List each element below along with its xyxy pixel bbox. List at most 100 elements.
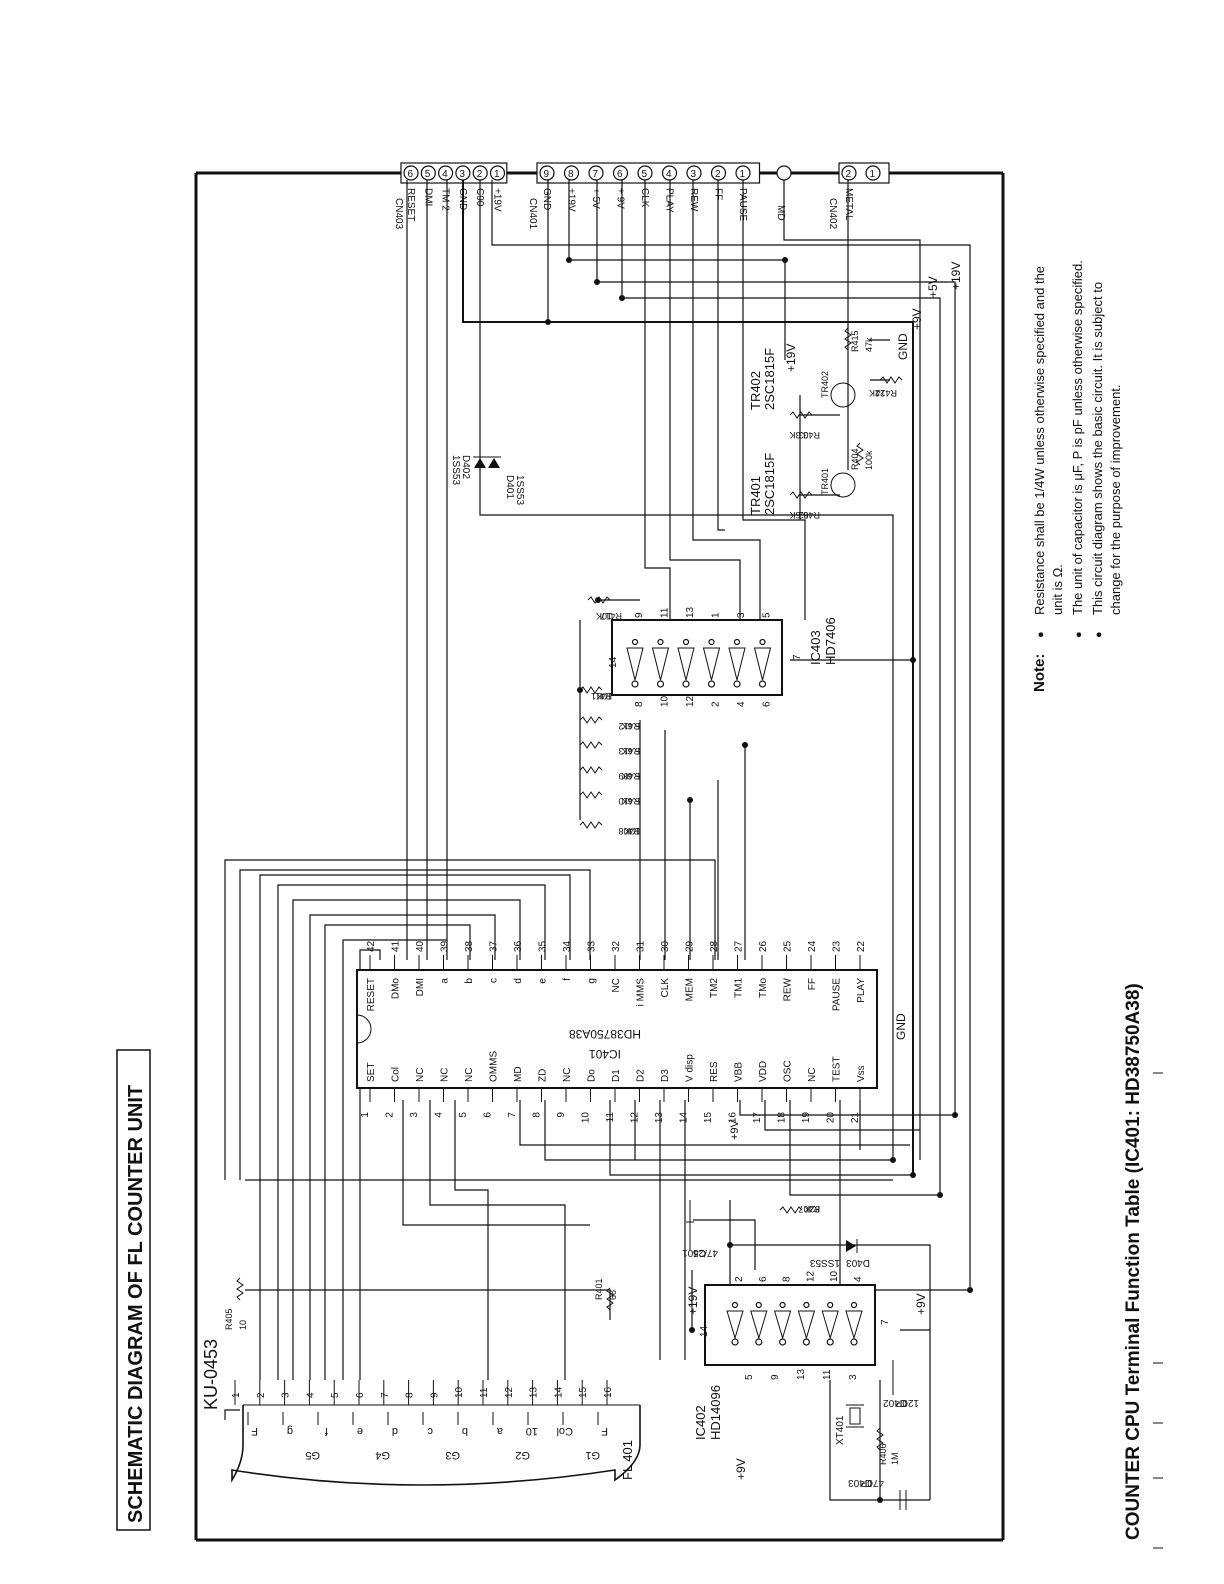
table-ticks xyxy=(1153,1072,1163,1549)
resistor-r408-value: 10K xyxy=(624,826,640,836)
ic401-vcc-label: +9V xyxy=(729,1119,741,1140)
note-3-line-2: change for the purpose of improvement. xyxy=(1108,384,1123,615)
fl401-grid-label: G5 xyxy=(305,1449,320,1461)
ic402-left-supply: +9V xyxy=(734,1458,748,1480)
resistor-r405-value: 10 xyxy=(238,1320,248,1330)
d401-ref: D401 xyxy=(504,475,515,499)
diode-d403: D403 1SS53 xyxy=(810,1239,870,1268)
fl401-pin-num: 8 xyxy=(405,1392,416,1398)
capacitor-c402: C402 120P xyxy=(883,1360,919,1408)
fl401-pin-num: 7 xyxy=(380,1392,391,1398)
ic403-gates-gate xyxy=(626,647,644,681)
ic401-pin-num: 28 xyxy=(709,940,720,952)
ic401-pins: 1SET2Col3NC4NC5NC6OMMS7MD8ZD9NC10Do11D11… xyxy=(360,940,867,1123)
ic402-gates-gate xyxy=(845,1310,863,1340)
ic401-pin-num: 31 xyxy=(636,940,647,952)
resistor-r401-ref: R401 xyxy=(594,1278,604,1300)
fl401-grid-label: G1 xyxy=(585,1449,600,1461)
ic403-gates-bubble xyxy=(733,680,741,688)
fl401-segment-label: F xyxy=(601,1425,608,1437)
ic402-gates-bubble xyxy=(802,1338,811,1346)
ic403-gates-bubble xyxy=(656,680,665,688)
ic401-pin-num: 13 xyxy=(654,1112,665,1124)
notes-heading: Note: xyxy=(1031,654,1048,692)
ic401-pin-num: 7 xyxy=(507,1112,518,1118)
ic401-pin-label: NC xyxy=(611,978,622,992)
cn401-pin-num: 6 xyxy=(617,169,623,180)
ic403-vcc-pin: 14 xyxy=(608,656,619,668)
ic403-gates-bubble xyxy=(682,680,690,688)
ic401-pin-num: 11 xyxy=(605,1112,616,1123)
ic401-pin-num: 4 xyxy=(434,1112,445,1118)
d402-part: 1SS53 xyxy=(450,455,461,485)
rail-19v: +19V xyxy=(949,262,963,290)
c401-value: 47/25 xyxy=(693,1247,718,1258)
note-2-bullet: ● xyxy=(1073,631,1085,638)
resistor-r409-ref: R409 xyxy=(618,771,640,781)
ic401-pin-label: Col xyxy=(391,1067,402,1082)
cn403-pin-4 xyxy=(438,165,454,181)
note-3-line-1: This circuit diagram shows the basic cir… xyxy=(1090,282,1105,615)
ic403-pin-num: 10 xyxy=(660,695,671,707)
ic401-pin-label: TM1 xyxy=(734,978,745,998)
ic401-pin-num: 8 xyxy=(532,1112,543,1118)
ic402-gates-gate xyxy=(773,1310,792,1340)
ic401-pin-label: PAUSE xyxy=(832,978,843,1011)
ic402-pin-num: 8 xyxy=(782,1276,793,1282)
cn403-pin-1 xyxy=(489,165,506,181)
resistor-r409-value: 5.6K xyxy=(621,771,640,781)
ic401-pin-label: TMo xyxy=(758,978,769,998)
resistor-r415-symbol xyxy=(844,327,852,351)
fl401-grid-label: G2 xyxy=(515,1449,530,1461)
ic402-gates-in xyxy=(827,1301,834,1309)
ic401-pin-num: 2 xyxy=(385,1112,396,1118)
cn401-pin-label: + 9V xyxy=(615,188,626,209)
ic401-pin-label: NC xyxy=(415,1068,426,1082)
ic402-supply-label: +19V xyxy=(686,1287,700,1315)
resistor-r401-symbol xyxy=(606,1287,614,1311)
resistor-r403-symbol xyxy=(789,411,813,419)
fl401-pin-num: 9 xyxy=(429,1392,440,1398)
ic402-pin-num: 13 xyxy=(796,1368,807,1380)
fl401-grid-label: G3 xyxy=(445,1449,460,1461)
fl401-pin-num: 6 xyxy=(355,1392,366,1398)
resistor-r407-ref: R407 xyxy=(798,1204,820,1214)
cn401-pin-num: 4 xyxy=(666,169,672,180)
ic403-gates-bubble xyxy=(707,680,716,688)
fl401-segment-label: e xyxy=(357,1425,363,1437)
rail-5v: +5V xyxy=(926,276,940,298)
tr401-tag: TR401 xyxy=(820,468,830,495)
resistor-r409-symbol xyxy=(579,766,603,774)
ic402-pin-num: 6 xyxy=(758,1276,769,1282)
ic401-chip: IC401 HD38750A38 GND +9V xyxy=(356,969,908,1140)
ic401-pin-num: 33 xyxy=(587,940,598,952)
unit-id: KU-0453 xyxy=(201,1339,221,1410)
ic401-pin-num: 19 xyxy=(801,1112,812,1124)
fl401-segment-label: g xyxy=(287,1425,293,1437)
cn403-pin-6 xyxy=(403,165,419,181)
diagram-title: SCHEMATIC DIAGRAM OF FL COUNTER UNIT xyxy=(125,1085,147,1523)
resistor-r404-ref: R404 xyxy=(850,448,860,470)
resistor-r410-symbol xyxy=(579,791,603,799)
notes-block: Note: ● Resistance shall be 1/4W unless … xyxy=(1031,260,1123,692)
fl401-pin-num: 2 xyxy=(256,1392,267,1398)
cn403-pin-num: 1 xyxy=(494,169,500,180)
resistor-r403-ref: R403 xyxy=(798,430,820,440)
resistor-r414-ref: R414 xyxy=(875,388,897,398)
title-box: SCHEMATIC DIAGRAM OF FL COUNTER UNIT xyxy=(116,1049,151,1531)
cn401-pin-label: +19V xyxy=(566,188,577,212)
transistor-tr402: TR402 2SC1815F TR402 xyxy=(748,348,856,410)
cn403-pin-num: 6 xyxy=(408,169,414,180)
rail-labels: +9V +5V +19V GND +19V xyxy=(784,262,963,372)
ic402-pin-num: 2 xyxy=(734,1276,745,1282)
ic402-part: HD14096 xyxy=(708,1385,723,1440)
ic403-pin-num: 6 xyxy=(762,701,773,707)
cn403-pin-label: DMI xyxy=(422,188,433,206)
cn401-pin-label: GND xyxy=(541,188,552,210)
ic403-gates-in xyxy=(682,638,690,646)
ic402-pin-num: 4 xyxy=(853,1276,864,1282)
ic402-pin-num: 9 xyxy=(770,1374,781,1380)
fl401-segment-label: 10 xyxy=(526,1425,538,1437)
